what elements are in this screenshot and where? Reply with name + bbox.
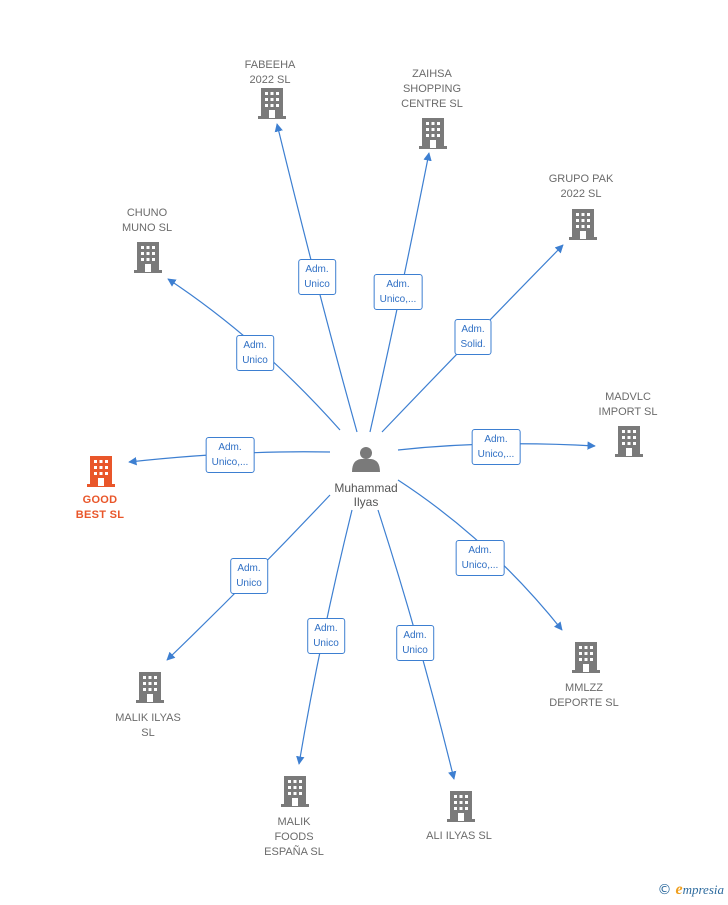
edge-label-malikilyas[interactable]: Adm. Unico [230, 558, 268, 594]
company-label-malikilyas[interactable]: MALIK ILYAS SL [115, 712, 181, 739]
building-icon[interactable] [419, 118, 447, 149]
company-label-fabeeha[interactable]: FABEEHA 2022 SL [244, 59, 296, 86]
edge-label-zaihsa[interactable]: Adm. Unico,... [373, 274, 423, 310]
company-label-malikfoods[interactable]: MALIK FOODS ESPAÑA SL [264, 816, 324, 858]
building-icon[interactable] [615, 426, 643, 457]
edge-label-aliilyas[interactable]: Adm. Unico [396, 625, 434, 661]
building-icon[interactable] [572, 642, 600, 673]
building-icon[interactable] [134, 242, 162, 273]
brand-watermark: ©empresia [657, 881, 724, 899]
company-label-goodbest[interactable]: GOOD BEST SL [75, 494, 125, 521]
company-label-grupopak[interactable]: GRUPO PAK 2022 SL [548, 173, 614, 200]
edge-label-malikfoods[interactable]: Adm. Unico [307, 618, 345, 654]
company-label-chuno[interactable]: CHUNO MUNO SL [121, 207, 173, 234]
building-icon[interactable] [136, 672, 164, 703]
brand-name: mpresia [682, 882, 724, 897]
person-icon[interactable] [352, 447, 380, 472]
building-icon[interactable] [281, 776, 309, 807]
company-label-aliilyas[interactable]: ALI ILYAS SL [426, 830, 492, 842]
edge-label-chuno[interactable]: Adm. Unico [236, 335, 274, 371]
company-label-mmlzz[interactable]: MMLZZ DEPORTE SL [549, 682, 619, 709]
building-icon[interactable] [447, 791, 475, 822]
company-label-zaihsa[interactable]: ZAIHSA SHOPPING CENTRE SL [401, 68, 463, 110]
edge-label-madvlc[interactable]: Adm. Unico,... [471, 429, 521, 465]
brand-initial: e [675, 881, 683, 898]
building-icon[interactable] [569, 209, 597, 240]
edge-label-fabeeha[interactable]: Adm. Unico [298, 259, 336, 295]
edge-label-mmlzz[interactable]: Adm. Unico,... [455, 540, 505, 576]
copyright-icon: © [657, 882, 672, 898]
person-label[interactable]: Muhammad Ilyas [334, 481, 398, 509]
building-icon[interactable] [258, 88, 286, 119]
edge-label-grupopak[interactable]: Adm. Solid. [454, 319, 492, 355]
building-icon[interactable] [87, 456, 115, 487]
edge-label-goodbest[interactable]: Adm. Unico,... [205, 437, 255, 473]
company-label-madvlc[interactable]: MADVLC IMPORT SL [598, 391, 658, 418]
